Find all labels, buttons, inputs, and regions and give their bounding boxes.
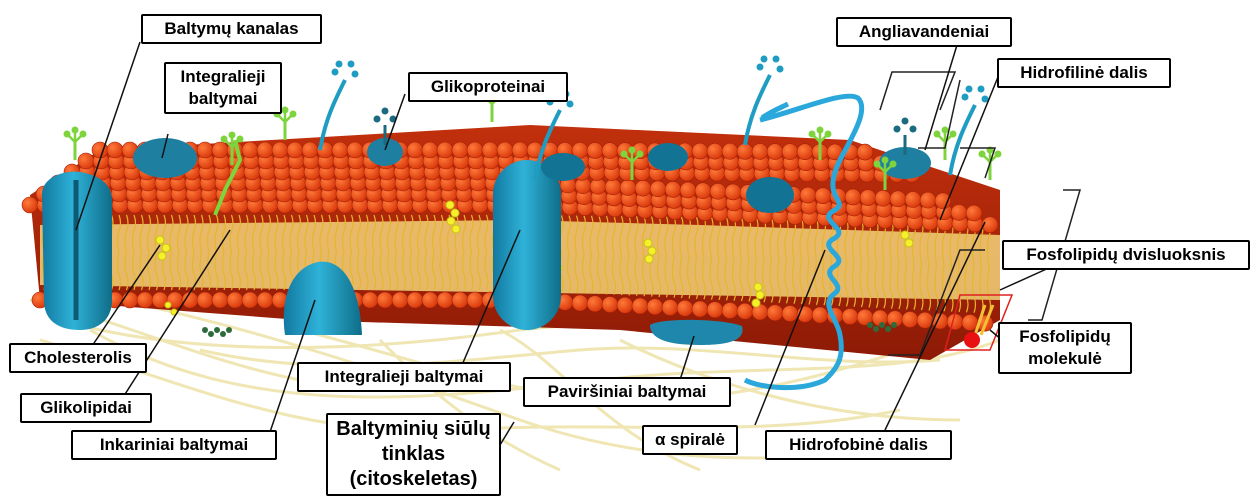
peripheral-protein — [650, 320, 743, 345]
label-integralieji-baltymai-top: Integralieji baltymai — [164, 62, 282, 114]
label-inkariniai-baltymai: Inkariniai baltymai — [71, 430, 277, 460]
label-glikoproteinai: Glikoproteinai — [408, 72, 568, 102]
label-fosfolipidu-molekule: Fosfolipidų molekulė — [998, 322, 1132, 374]
label-cholesterolis: Cholesterolis — [9, 343, 147, 373]
label-integralieji-baltymai-bottom: Integralieji baltymai — [297, 362, 511, 392]
label-pavirsiniai-baltymai: Paviršiniai baltymai — [523, 377, 731, 407]
label-hidrofobine-dalis: Hidrofobinė dalis — [765, 430, 952, 460]
label-alfa-spirale: α spiralė — [642, 425, 738, 455]
label-angliavandeniai: Angliavandeniai — [836, 17, 1012, 47]
label-glikolipidai: Glikolipidai — [20, 393, 152, 423]
label-hidrofiline-dalis: Hidrofilinė dalis — [997, 58, 1171, 88]
integral-protein-center — [493, 160, 561, 330]
label-fosfolipidu-dvisluoksnis: Fosfolipidų dvisluoksnis — [1002, 240, 1250, 270]
label-baltymu-kanalas: Baltymų kanalas — [141, 14, 322, 44]
label-baltyminiu-siulu-tinklas: Baltyminių siūlų tinklas (citoskeletas) — [326, 413, 501, 496]
